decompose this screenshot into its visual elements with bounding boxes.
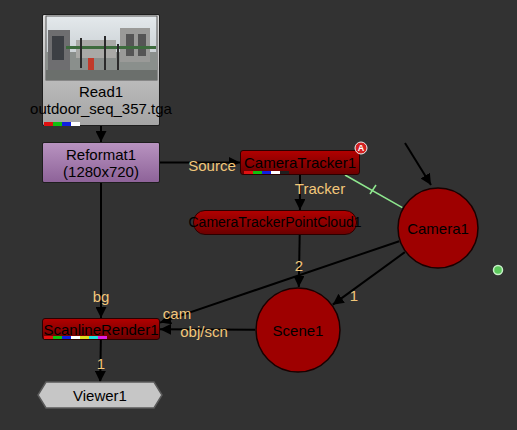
connector — [160, 241, 399, 322]
node-box: Read1outdoor_seq_357.tga — [42, 14, 160, 126]
node-title: Read1 — [79, 83, 123, 100]
circle-shape — [398, 188, 478, 268]
badge-circle — [355, 142, 367, 154]
node-title: ScanlineRender1 — [43, 321, 158, 338]
node-title: Reformat1 — [66, 146, 136, 163]
connector — [160, 328, 255, 330]
connector — [160, 162, 240, 164]
hex-shape — [38, 382, 162, 408]
input-label: obj/scn — [180, 323, 228, 340]
input-label: bg — [93, 288, 110, 305]
connector — [100, 126, 102, 142]
node-title: CameraTracker1 — [244, 154, 356, 171]
circle-outline — [255, 287, 341, 373]
node-title: CameraTrackerPointCloud1 — [189, 214, 362, 231]
node-box: ScanlineRender1 — [42, 318, 160, 340]
input-label: 1 — [350, 287, 358, 304]
input-label: 2 — [295, 257, 303, 274]
input-label: 1 — [97, 355, 105, 372]
input-arrow — [405, 143, 431, 185]
hex-outline — [38, 382, 162, 408]
badge-letter: A — [358, 143, 365, 153]
status-dot — [494, 266, 503, 275]
node-box: Reformat1(1280x720) — [42, 142, 160, 183]
circle-outline — [397, 187, 479, 269]
node-box: CameraTracker1 — [240, 150, 360, 175]
connector — [345, 175, 402, 208]
input-label: Source — [188, 157, 236, 174]
connector — [99, 340, 102, 382]
connector — [100, 183, 102, 318]
node-title: Camera1 — [407, 220, 469, 237]
input-label: Tracker — [295, 180, 345, 197]
node-subtitle: outdoor_seq_357.tga — [30, 100, 172, 117]
node-title: Scene1 — [273, 322, 324, 339]
thumbnail — [46, 16, 157, 80]
viewer-node: Viewer1 — [38, 382, 162, 408]
connector — [298, 235, 301, 287]
node-circle: Camera1 — [397, 187, 479, 269]
connector — [299, 175, 301, 210]
node-subtitle: (1280x720) — [63, 163, 139, 180]
node-title: Viewer1 — [73, 387, 127, 404]
channel-bars — [44, 122, 289, 339]
link-tick — [370, 185, 376, 194]
connector — [333, 252, 405, 305]
node-circle: Scene1 — [255, 287, 341, 373]
circle-shape — [256, 288, 340, 372]
node-box: CameraTrackerPointCloud1 — [193, 210, 357, 235]
input-label: cam — [163, 305, 191, 322]
